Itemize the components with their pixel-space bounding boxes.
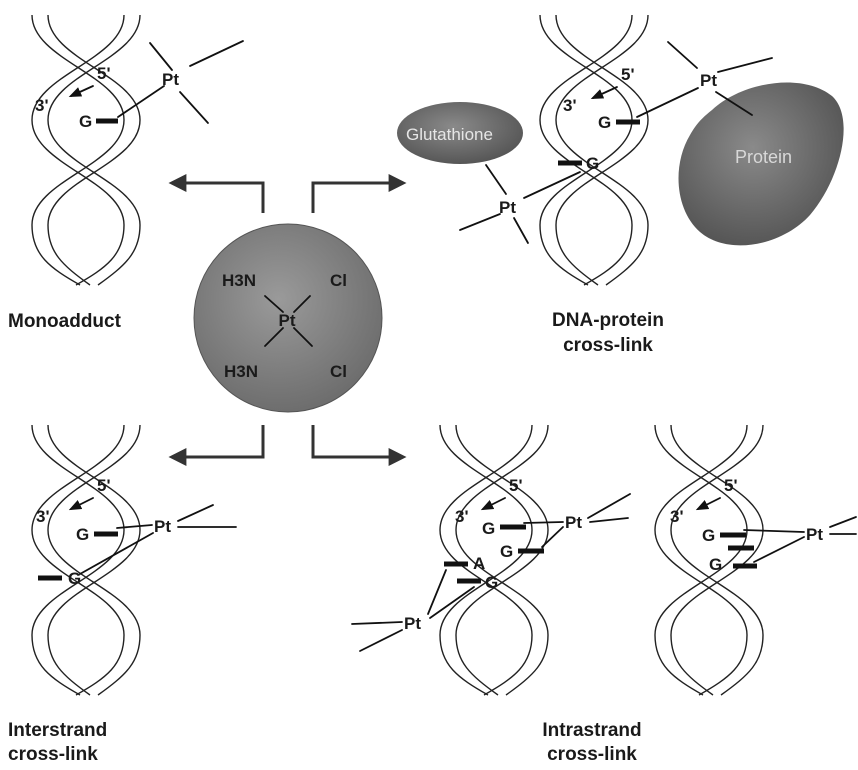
helix-monoadduct: [32, 15, 140, 285]
monoadduct-label: Monoadduct: [8, 311, 122, 332]
intrastrand-label-2: cross-link: [547, 744, 637, 765]
glutathione-label: Glutathione: [406, 125, 493, 144]
intra1-g2: G: [500, 542, 513, 561]
dnaprot-5prime: 5': [621, 65, 635, 84]
intra2-3prime: 3': [670, 507, 684, 526]
center-pt: Pt: [279, 311, 296, 330]
intra1-pt-right: Pt: [565, 513, 582, 532]
inter-g-bottom: G: [68, 569, 81, 588]
dnaprot-3prime: 3': [563, 96, 577, 115]
intra1-g1: G: [482, 519, 495, 538]
intra1-pt-left: Pt: [404, 614, 421, 633]
helix-intrastrand-1: [440, 425, 548, 695]
interstrand-label-1: Interstrand: [8, 720, 107, 741]
mono-g: G: [79, 112, 92, 131]
center-cl-top: Cl: [330, 271, 347, 290]
intrastrand-label-1: Intrastrand: [542, 720, 641, 741]
intrastrand-panel-1: 5' 3' G G Pt A G Pt Intrastrand cross-li…: [352, 476, 642, 765]
mono-5prime: 5': [97, 64, 111, 83]
inter-pt: Pt: [154, 517, 171, 536]
inter-g-top: G: [76, 525, 89, 544]
center-h3n-bottom: H3N: [224, 362, 258, 381]
intra1-a: A: [473, 554, 485, 573]
mono-pt: Pt: [162, 70, 179, 89]
intra2-5prime: 5': [724, 476, 738, 495]
dnaprot-pt-left: Pt: [499, 198, 516, 217]
dnaprot-g-top: G: [598, 113, 611, 132]
helix-interstrand: [32, 425, 140, 695]
center-h3n-top: H3N: [222, 271, 256, 290]
arrow-to-interstrand: [172, 425, 263, 457]
helix-dna-protein: [540, 15, 648, 285]
inter-5prime: 5': [97, 476, 111, 495]
intra1-5prime: 5': [509, 476, 523, 495]
dnaprot-g-mid: G: [586, 154, 599, 173]
intra2-pt: Pt: [806, 525, 823, 544]
cisplatin-molecule: H3N Cl Pt H3N Cl: [194, 224, 382, 412]
intra2-g1: G: [702, 526, 715, 545]
intra1-g3: G: [485, 573, 498, 592]
arrow-to-monoadduct: [172, 183, 263, 213]
arrow-to-intrastrand: [313, 425, 403, 457]
center-cl-bottom: Cl: [330, 362, 347, 381]
intra2-g2: G: [709, 555, 722, 574]
intra1-3prime: 3': [455, 507, 469, 526]
dna-protein-label-2: cross-link: [563, 335, 653, 356]
protein-label: Protein: [735, 147, 792, 167]
interstrand-label-2: cross-link: [8, 744, 98, 765]
mono-3prime: 3': [35, 96, 49, 115]
arrow-to-dna-protein: [313, 183, 403, 213]
dnaprot-pt-right: Pt: [700, 71, 717, 90]
inter-3prime: 3': [36, 507, 50, 526]
dna-protein-label-1: DNA-protein: [552, 310, 664, 331]
